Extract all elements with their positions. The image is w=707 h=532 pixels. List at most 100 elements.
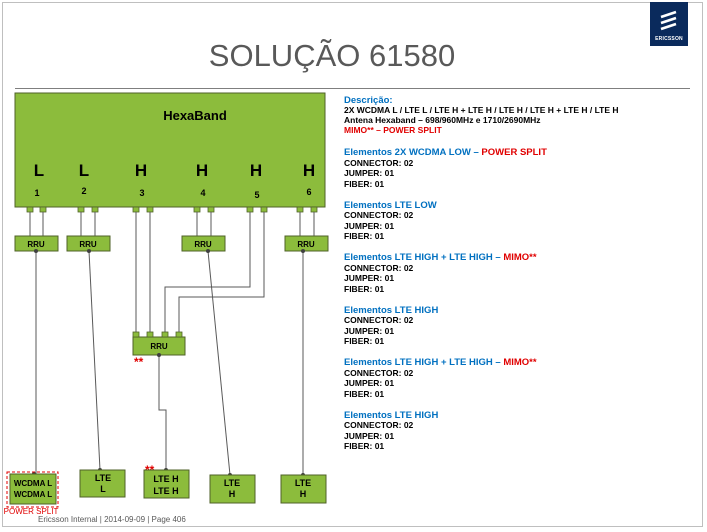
output-wcdma-l bbox=[9, 473, 57, 505]
fiber-dot bbox=[206, 249, 210, 253]
output-label-2b: L bbox=[100, 484, 106, 494]
connector-pad bbox=[207, 206, 215, 213]
output-label-1a: WCDMA L bbox=[14, 479, 52, 488]
mimo-jumper-line bbox=[178, 212, 265, 332]
connector-pad bbox=[91, 206, 99, 213]
port-letter-5: H bbox=[250, 161, 262, 180]
port-letter-1: L bbox=[34, 161, 44, 180]
mimo-jumper-line bbox=[164, 212, 251, 332]
logo-stripe-1 bbox=[660, 10, 677, 19]
connector-pad bbox=[246, 206, 254, 213]
section-2-jumper: JUMPER: 01 bbox=[344, 221, 394, 231]
section-1-jumper: JUMPER: 01 bbox=[344, 168, 394, 178]
section-3-title-blue: Elementos LTE HIGH + LTE HIGH – bbox=[344, 252, 503, 263]
output-lte-h-mimo bbox=[143, 469, 190, 499]
section-4-jumper: JUMPER: 01 bbox=[344, 326, 394, 336]
section-3-fiber: FIBER: 01 bbox=[344, 284, 384, 294]
section-6-jumper: JUMPER: 01 bbox=[344, 431, 394, 441]
output-lte-h-4 bbox=[209, 474, 256, 504]
section-1-title: Elementos 2X WCDMA LOW – POWER SPLIT bbox=[344, 147, 547, 158]
section-1-connector: CONNECTOR: 02 bbox=[344, 158, 414, 168]
connector-pad bbox=[132, 331, 140, 338]
title-divider bbox=[15, 88, 690, 89]
output-label-3b: LTE H bbox=[153, 486, 178, 496]
connector-pad bbox=[132, 206, 140, 213]
output-label-1b: WCDMA L bbox=[14, 490, 52, 499]
power-split-label: POWER SPLIT bbox=[4, 507, 59, 516]
section-5-title-blue: Elementos LTE HIGH + LTE HIGH – bbox=[344, 357, 503, 368]
logo-stripe-3 bbox=[660, 22, 677, 31]
output-label-5a: LTE bbox=[295, 478, 311, 488]
fiber-dot bbox=[87, 249, 91, 253]
port-number-5: 5 bbox=[254, 190, 259, 200]
power-split-frame bbox=[6, 471, 59, 508]
mimo-mark: ** bbox=[134, 355, 144, 369]
section-2-fiber: FIBER: 01 bbox=[344, 231, 384, 241]
output-label-5b: H bbox=[300, 489, 307, 499]
description-line-3: MIMO** – POWER SPLIT bbox=[344, 125, 443, 135]
output-lte-l bbox=[79, 469, 126, 498]
section-6-title-blue: Elementos LTE HIGH bbox=[344, 410, 438, 421]
port-letter-2: L bbox=[79, 161, 89, 180]
rru-label: RRU bbox=[27, 240, 45, 249]
section-5-connector: CONNECTOR: 02 bbox=[344, 368, 414, 378]
section-6-title: Elementos LTE HIGH bbox=[344, 410, 438, 421]
section-5-fiber: FIBER: 01 bbox=[344, 389, 384, 399]
connector-pad bbox=[296, 206, 304, 213]
section-2-title: Elementos LTE LOW bbox=[344, 200, 437, 211]
rru-label: RRU bbox=[150, 342, 168, 351]
connector-pad bbox=[161, 331, 169, 338]
logo-wordmark: ERICSSON bbox=[655, 36, 683, 42]
rru-label: RRU bbox=[79, 240, 97, 249]
antenna-connectors bbox=[26, 206, 318, 213]
section-4-fiber: FIBER: 01 bbox=[344, 336, 384, 346]
description-line-2: Antena Hexaband – 698/960MHz e 1710/2690… bbox=[344, 115, 541, 125]
port-letter-6: H bbox=[303, 161, 315, 180]
section-6-fiber: FIBER: 01 bbox=[344, 441, 384, 451]
rru-units: RRU RRU RRU RRU RRU bbox=[14, 235, 329, 356]
port-number-3: 3 bbox=[139, 188, 144, 198]
cabling bbox=[29, 212, 315, 476]
mimo-rru-pads bbox=[132, 331, 183, 338]
section-5-jumper: JUMPER: 01 bbox=[344, 378, 394, 388]
antenna-label: HexaBand bbox=[163, 108, 227, 123]
section-5-title: Elementos LTE HIGH + LTE HIGH – MIMO** bbox=[344, 357, 537, 368]
section-6-connector: CONNECTOR: 02 bbox=[344, 420, 414, 430]
section-1-fiber: FIBER: 01 bbox=[344, 179, 384, 189]
connector-pad bbox=[146, 206, 154, 213]
rru-4 bbox=[284, 235, 329, 252]
connector-pad bbox=[26, 206, 34, 213]
connector-pad bbox=[39, 206, 47, 213]
connector-pad bbox=[175, 331, 183, 338]
ericsson-stripes-icon bbox=[660, 10, 677, 31]
output-label-2a: LTE bbox=[95, 473, 111, 483]
description-heading: Descrição: bbox=[344, 95, 393, 106]
port-number-4: 4 bbox=[200, 188, 205, 198]
port-number-6: 6 bbox=[306, 187, 311, 197]
fiber-dot bbox=[157, 353, 161, 357]
section-5-title-red: MIMO** bbox=[503, 357, 537, 368]
rru-3 bbox=[181, 235, 226, 252]
connector-pad bbox=[310, 206, 318, 213]
description-line-1: 2X WCDMA L / LTE L / LTE H + LTE H / LTE… bbox=[344, 105, 619, 115]
output-label-3a: LTE H bbox=[153, 474, 178, 484]
section-3-jumper: JUMPER: 01 bbox=[344, 273, 394, 283]
port-letter-4: H bbox=[196, 161, 208, 180]
fiber-dot bbox=[301, 249, 305, 253]
ericsson-logo-icon: ERICSSON bbox=[650, 2, 688, 46]
connector-pad bbox=[146, 331, 154, 338]
port-letter-3: H bbox=[135, 161, 147, 180]
port-number-2: 2 bbox=[81, 186, 86, 196]
connector-pad bbox=[193, 206, 201, 213]
section-3-connector: CONNECTOR: 02 bbox=[344, 263, 414, 273]
slide-frame bbox=[2, 2, 703, 527]
section-1-title-red: POWER SPLIT bbox=[481, 147, 547, 158]
section-4-title-blue: Elementos LTE HIGH bbox=[344, 305, 438, 316]
page-title: SOLUÇÃO 61580 bbox=[208, 38, 456, 73]
output-lte-h-6 bbox=[280, 474, 327, 504]
logo-stripe-2 bbox=[660, 16, 677, 25]
fiber-dot bbox=[34, 249, 38, 253]
footer: Ericsson Internal | 2014-09-09 | Page 40… bbox=[38, 515, 186, 524]
rru-label: RRU bbox=[297, 240, 315, 249]
port-number-1: 1 bbox=[34, 188, 39, 198]
